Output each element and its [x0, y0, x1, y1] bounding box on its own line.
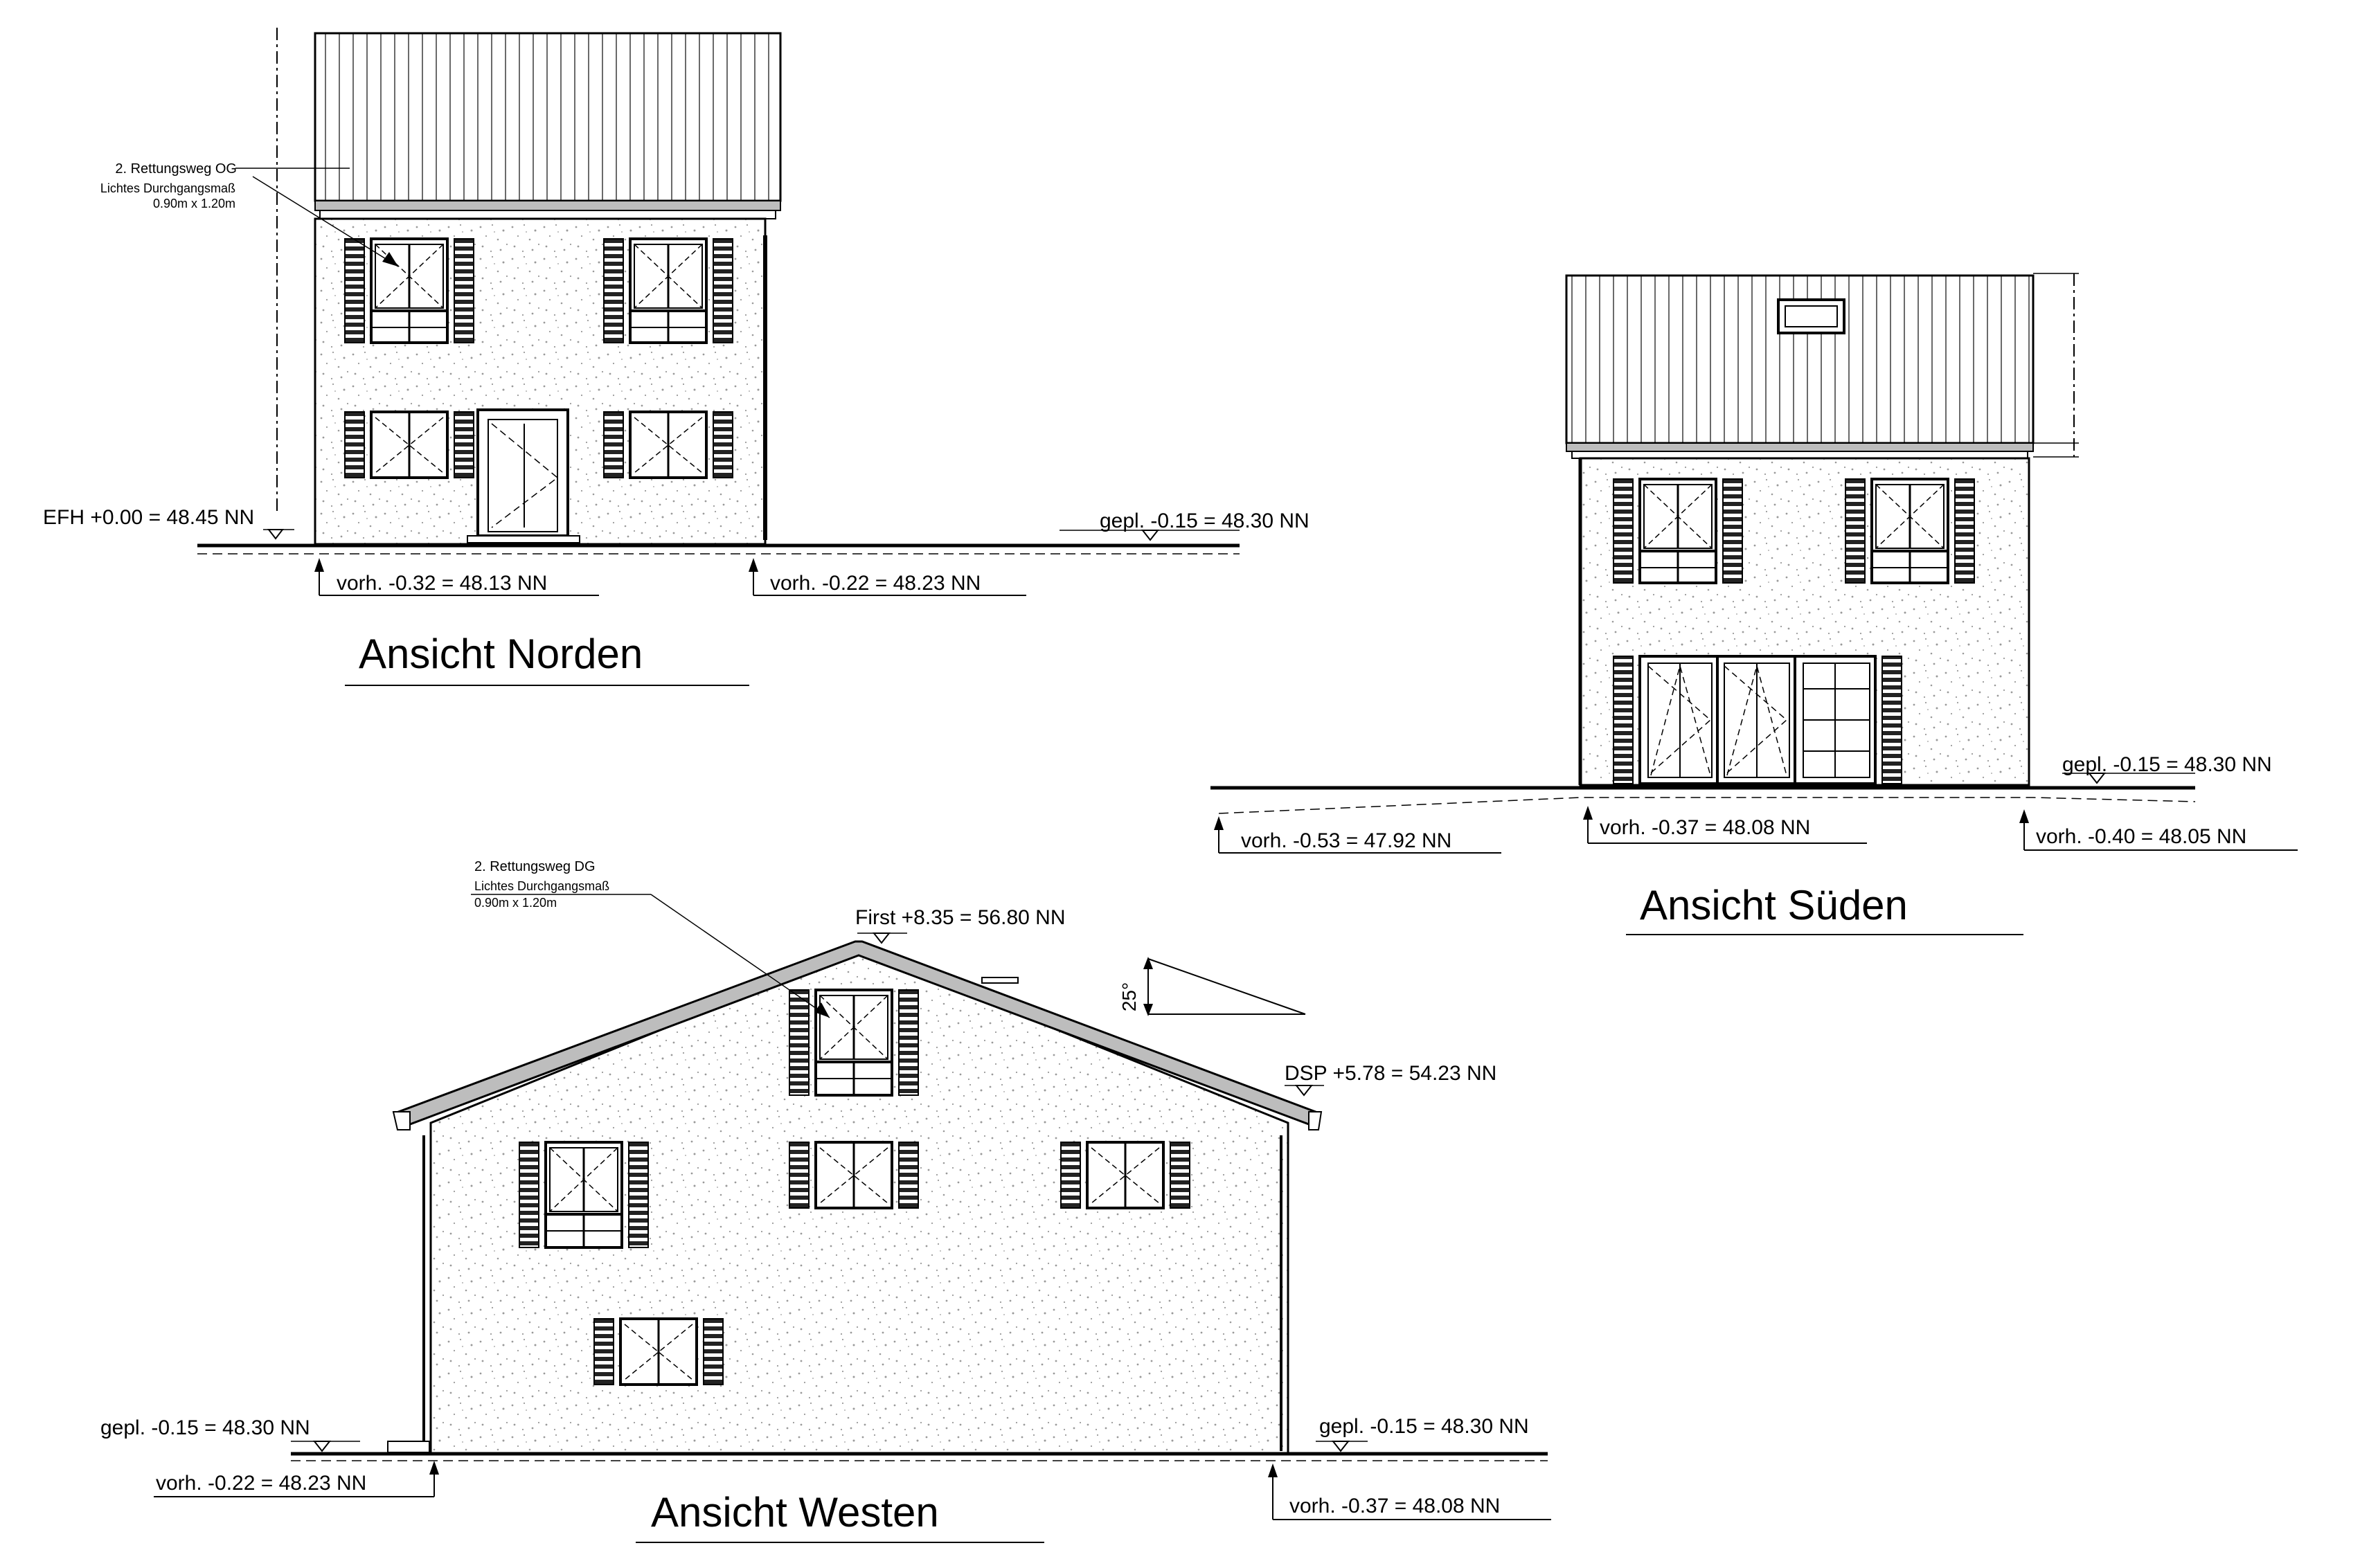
fascia	[1566, 442, 2034, 452]
gepl-left-label: gepl. -0.15 = 48.30 NN	[100, 1416, 310, 1439]
entrance-door	[467, 408, 580, 543]
window	[1060, 1141, 1190, 1209]
efh-level-label: EFH +0.00 = 48.45 NN	[43, 506, 254, 529]
rescue-route-title: 2. Rettungsweg OG	[115, 161, 237, 177]
rescue-route-opening: Lichtes Durchgangsmaß	[474, 879, 609, 893]
roof	[314, 32, 782, 202]
window	[519, 1141, 649, 1249]
vorh-left-label: vorh. -0.22 = 48.23 NN	[156, 1472, 366, 1495]
view-title-north: Ansicht Norden	[359, 631, 643, 677]
window	[344, 411, 474, 479]
window	[1845, 478, 1975, 584]
vorh-left-label: vorh. -0.53 = 47.92 NN	[1241, 829, 1451, 852]
gepl-level-label: gepl. -0.15 = 48.30 NN	[1100, 510, 1309, 532]
rescue-route-title: 2. Rettungsweg DG	[474, 859, 596, 874]
patio-door	[1613, 655, 1902, 785]
north-elevation: 2. Rettungsweg OG Lichtes Durchgangsmaß …	[43, 28, 1309, 686]
gepl-level-label: gepl. -0.15 = 48.30 NN	[2062, 753, 2272, 776]
view-title-south: Ansicht Süden	[1640, 882, 1908, 928]
west-elevation: 25°	[100, 859, 1551, 1543]
rescue-route-opening: Lichtes Durchgangsmaß	[100, 181, 235, 195]
rescue-route-size: 0.90m x 1.20m	[153, 197, 235, 210]
first-level-label: First +8.35 = 56.80 NN	[855, 906, 1066, 929]
view-title-west: Ansicht Westen	[651, 1489, 939, 1535]
window	[603, 237, 733, 344]
window	[344, 237, 474, 344]
vorh-right-label: vorh. -0.40 = 48.05 NN	[2036, 825, 2246, 848]
south-elevation: gepl. -0.15 = 48.30 NN vorh. -0.53 = 47.…	[1210, 273, 2298, 935]
vorh-mid-label: vorh. -0.37 = 48.08 NN	[1600, 816, 1810, 839]
window	[603, 411, 733, 479]
vorh-right-label: vorh. -0.37 = 48.08 NN	[1289, 1495, 1500, 1517]
vorh-right-label: vorh. -0.22 = 48.23 NN	[770, 572, 981, 595]
window	[1613, 478, 1743, 584]
gepl-right-label: gepl. -0.15 = 48.30 NN	[1319, 1415, 1529, 1438]
window	[789, 989, 919, 1097]
rescue-route-size: 0.90m x 1.20m	[474, 896, 557, 910]
window	[789, 1141, 919, 1209]
roof-pitch-label: 25°	[1118, 982, 1140, 1011]
window	[593, 1317, 724, 1386]
dsp-level-label: DSP +5.78 = 54.23 NN	[1285, 1062, 1496, 1085]
fascia	[314, 200, 781, 211]
vorh-left-label: vorh. -0.32 = 48.13 NN	[337, 572, 547, 595]
